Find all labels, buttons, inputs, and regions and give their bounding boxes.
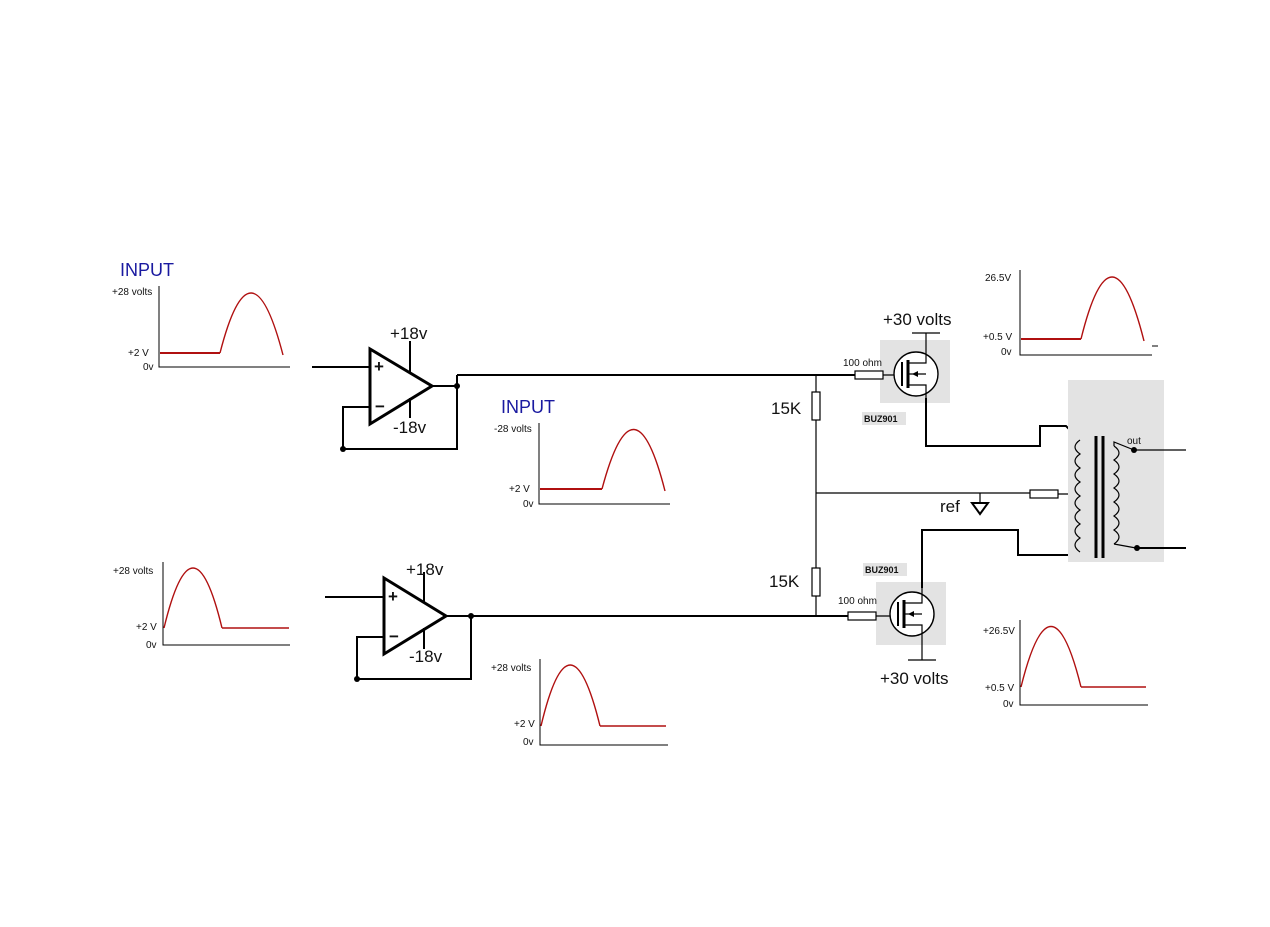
secondary-coil xyxy=(1112,445,1120,545)
minus-sign: − xyxy=(375,397,385,416)
signal-half-sine xyxy=(163,567,223,629)
y-zero-label: 0v xyxy=(523,499,534,510)
waveform-input-top: INPUT +28 volts +2 V 0v xyxy=(112,260,290,373)
axes xyxy=(538,423,670,505)
divider-network: 15K 15K ref xyxy=(456,374,1076,617)
axes xyxy=(1019,620,1148,706)
drain-to-transformer xyxy=(925,398,1081,447)
res-top-label: 15K xyxy=(771,399,802,418)
y-zero-label: 0v xyxy=(143,362,154,373)
rail-pos-label: +18v xyxy=(390,324,428,343)
axes xyxy=(162,562,290,646)
part-label: BUZ901 xyxy=(864,414,898,424)
arrow-icon xyxy=(912,371,918,377)
signal-half-sine xyxy=(1020,625,1082,688)
axes xyxy=(539,659,668,746)
waveform-output-top: 26.5V +0.5 V 0v xyxy=(983,270,1158,358)
input-title-mid: INPUT xyxy=(501,397,555,417)
y-zero-label: 0v xyxy=(523,737,534,748)
y-top-label: +28 volts xyxy=(113,566,153,577)
ref-resistor xyxy=(1029,489,1059,499)
opamp-triangle xyxy=(382,575,449,657)
opamp-top: + − +18v -18v xyxy=(312,324,460,452)
y-mid-label: +2 V xyxy=(514,719,535,730)
mosfet-bot: 100 ohm +30 volts BUZ901 xyxy=(838,529,1081,688)
gate-resistor xyxy=(854,370,884,380)
y-top-label: -28 volts xyxy=(494,424,532,435)
junction-dot xyxy=(354,676,360,682)
signal-half-sine xyxy=(219,292,284,356)
waveform-input-mid: INPUT -28 volts +2 V 0v xyxy=(494,397,670,510)
drain-lead xyxy=(908,352,927,364)
ground-icon xyxy=(970,502,990,516)
y-top-label: +28 volts xyxy=(112,287,152,298)
signal-half-sine xyxy=(601,428,666,492)
y-zero-label: 0v xyxy=(1003,699,1014,710)
supply-label: +30 volts xyxy=(880,669,949,688)
source-lead xyxy=(908,384,927,398)
y-top-label: +28 volts xyxy=(491,663,531,674)
plus-sign: + xyxy=(388,587,398,606)
waveform-mid-bot: +28 volts +2 V 0v xyxy=(491,659,668,748)
input-title-top: INPUT xyxy=(120,260,174,280)
opamp-bot: + − +18v -18v xyxy=(325,560,474,682)
opamp-triangle xyxy=(368,346,435,427)
gate-res-label: 100 ohm xyxy=(843,358,882,369)
y-zero-label: 0v xyxy=(146,640,157,651)
plus-sign: + xyxy=(374,357,384,376)
part-tag-bg xyxy=(863,563,907,576)
y-mid-label: +2 V xyxy=(128,348,149,359)
y-mid-label: +2 V xyxy=(509,484,530,495)
axes xyxy=(1019,270,1152,356)
rail-pos-label: +18v xyxy=(406,560,444,579)
part-tag-bg xyxy=(862,412,906,425)
supply-label: +30 volts xyxy=(883,310,952,329)
waveform-output-bot: +26.5V +0.5 V 0v xyxy=(983,620,1148,710)
gate-resistor xyxy=(847,611,877,621)
res-bot-label: 15K xyxy=(769,572,800,591)
axes xyxy=(158,286,290,368)
resistor-15k-top xyxy=(811,391,821,421)
y-zero-label: 0v xyxy=(1001,347,1012,358)
gate-res-label: 100 ohm xyxy=(838,596,877,607)
primary-coil xyxy=(1074,439,1082,553)
source-lead xyxy=(904,624,923,660)
drain-lead xyxy=(904,588,923,604)
y-top-label: +26.5V xyxy=(983,626,1015,637)
signal-half-sine xyxy=(540,664,601,727)
rail-neg-label: -18v xyxy=(409,647,443,666)
out-label: out xyxy=(1127,436,1141,447)
resistor-15k-bot xyxy=(811,567,821,597)
y-mid-label: +0.5 V xyxy=(983,332,1013,343)
y-mid-label: +2 V xyxy=(136,622,157,633)
minus-sign: − xyxy=(389,627,399,646)
secondary-bot-lead xyxy=(1113,543,1137,549)
transformer: out xyxy=(1068,380,1186,562)
ref-label: ref xyxy=(940,497,960,516)
rail-neg-label: -18v xyxy=(393,418,427,437)
y-mid-label: +0.5 V xyxy=(985,683,1015,694)
waveform-input-bot: +28 volts +2 V 0v xyxy=(113,562,290,651)
secondary-top-lead xyxy=(1113,441,1135,451)
y-top-label: 26.5V xyxy=(985,273,1011,284)
arrow-icon xyxy=(908,611,914,617)
part-label: BUZ901 xyxy=(865,565,899,575)
mosfet-top: 100 ohm +30 volts BUZ901 xyxy=(843,310,1081,447)
transformer-shade xyxy=(1068,380,1164,562)
junction-dot xyxy=(340,446,346,452)
signal-half-sine xyxy=(1080,276,1145,342)
drain-to-transformer xyxy=(921,529,1081,588)
